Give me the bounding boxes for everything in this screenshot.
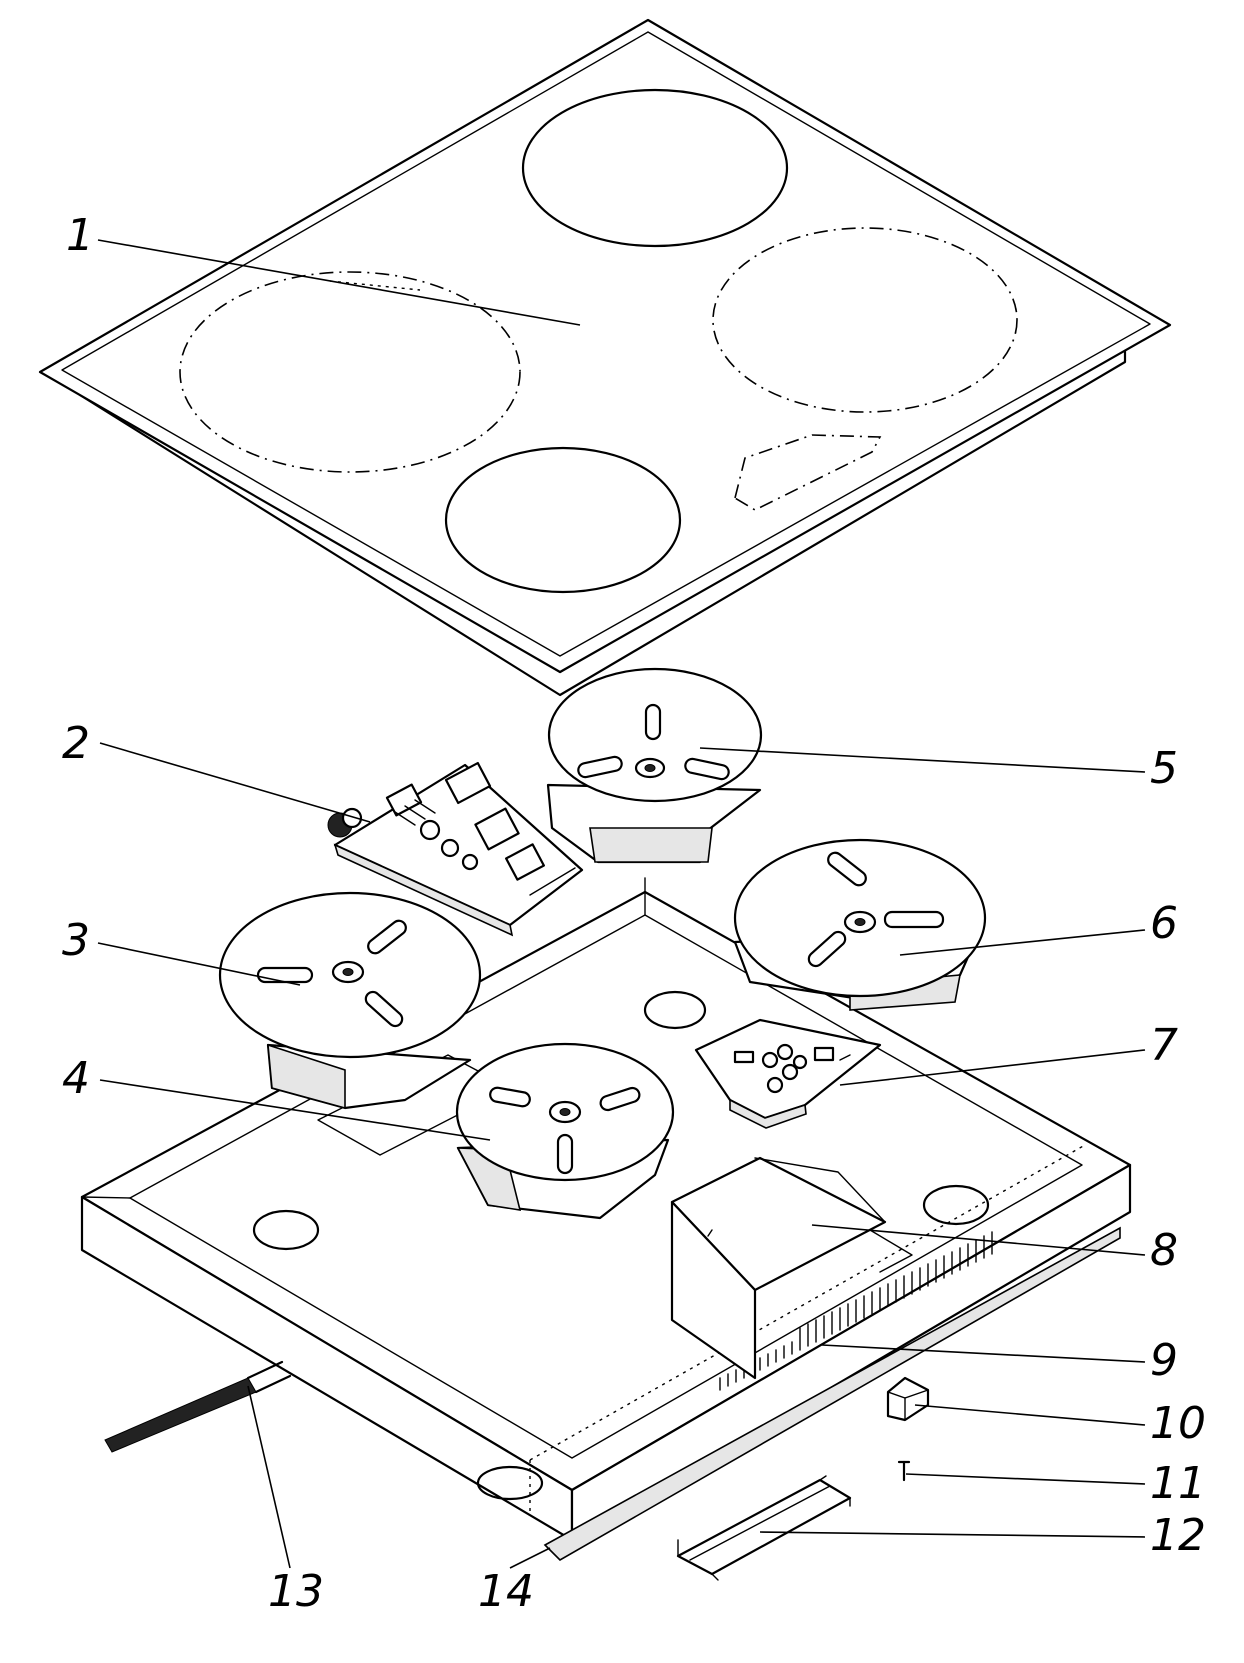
screw	[897, 1460, 911, 1482]
cooking-zone-front	[444, 446, 682, 594]
callout-1: 1	[66, 210, 94, 261]
cooking-zone-back	[521, 88, 789, 248]
leader-lines	[97, 239, 1146, 1569]
radiant-heater-front	[455, 1042, 675, 1220]
radiant-heater-right	[733, 838, 987, 1011]
callout-10: 10	[1150, 1398, 1206, 1449]
cooking-zone-left	[179, 271, 521, 473]
callout-2: 2	[62, 718, 90, 769]
callout-6: 6	[1150, 898, 1178, 949]
callout-8: 8	[1150, 1225, 1178, 1276]
power-board	[327, 761, 584, 937]
control-panel-window	[734, 434, 882, 511]
control-board	[694, 1018, 882, 1129]
callout-3: 3	[62, 915, 90, 966]
callout-14: 14	[478, 1566, 534, 1617]
cooking-zone-right	[712, 227, 1018, 413]
fixing-clip	[886, 1376, 930, 1422]
callout-7: 7	[1150, 1020, 1178, 1071]
radiant-heater-left	[218, 891, 482, 1110]
callout-numbers: 1 2 3 4 5 6 7 8 9 10 11 12 13 14	[62, 210, 1206, 1617]
radiant-heater-back	[546, 667, 763, 864]
callout-9: 9	[1150, 1335, 1178, 1386]
heat-shield-bracket	[670, 1156, 913, 1380]
callout-13: 13	[268, 1566, 324, 1617]
glass-ceramic-top	[38, 18, 1172, 697]
callout-11: 11	[1150, 1458, 1206, 1509]
callout-12: 12	[1150, 1510, 1206, 1561]
callout-4: 4	[62, 1053, 90, 1104]
power-cable	[104, 1360, 292, 1453]
callout-5: 5	[1150, 743, 1178, 794]
cover-plate	[676, 1475, 852, 1581]
